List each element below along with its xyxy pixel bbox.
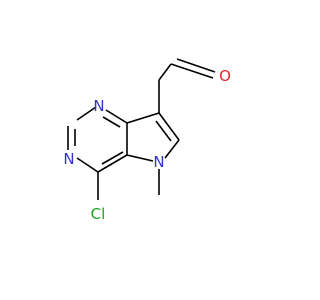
bond-c4-c4a-a <box>97 154 128 173</box>
atom-o: O <box>219 67 231 85</box>
bond-n3-c4 <box>76 157 99 173</box>
bond-cho-o-b <box>176 58 216 73</box>
bond-n5-c4a <box>126 154 154 162</box>
atom-cl: Cl <box>91 205 106 223</box>
bond-c7-c6-b <box>155 120 172 142</box>
molecule-diagram: N N N Cl O <box>63 58 231 223</box>
atom-n5: N <box>153 153 164 171</box>
atom-n1: N <box>93 97 104 115</box>
bond-c7a-c7 <box>126 112 160 124</box>
bond-n1-c2 <box>76 106 97 121</box>
bond-cho-o-a <box>170 63 214 79</box>
bond-c6-n5 <box>164 139 180 159</box>
bond-c7a-n1-b <box>102 116 121 128</box>
bond-c7a-n1-a <box>105 109 128 124</box>
structure-svg: N N N Cl O <box>63 58 231 223</box>
bond-c4-c4a-b <box>101 151 124 165</box>
bond-c7-c6-a <box>158 112 180 141</box>
atom-n3: N <box>63 150 74 168</box>
bond-cho-c <box>158 63 172 81</box>
